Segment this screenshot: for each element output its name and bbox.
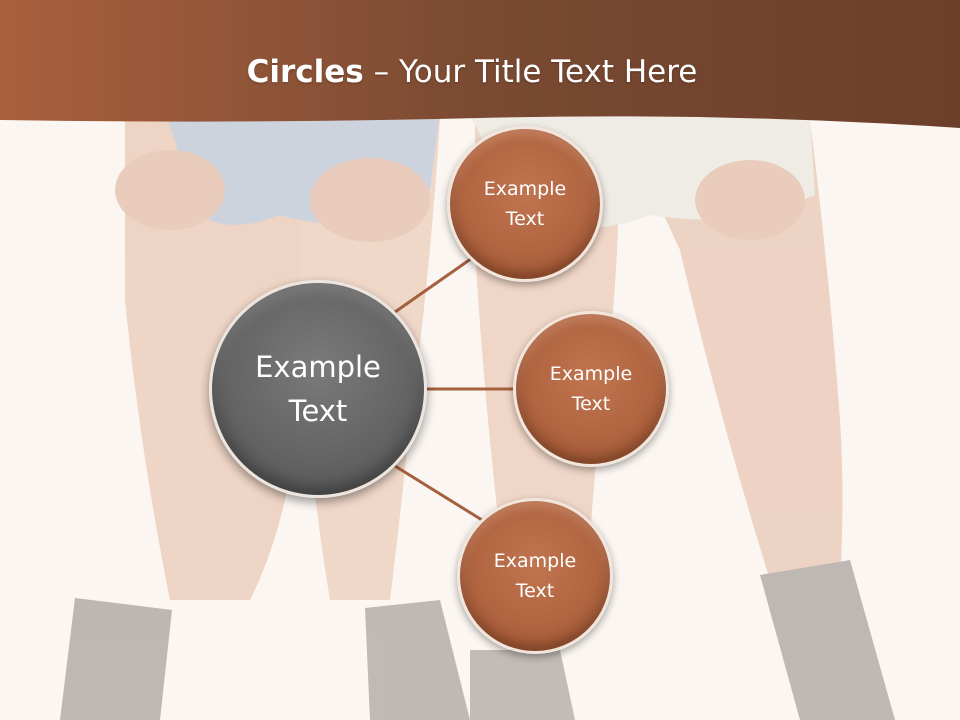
node-circle-label: Example Text	[493, 550, 577, 602]
node-circle-label: Example Text	[549, 363, 633, 415]
connector-bottom	[394, 464, 483, 522]
title-rest: – Your Title Text Here	[363, 54, 698, 90]
node-circle-bottom: Example Text	[457, 498, 613, 654]
title-banner	[0, 0, 960, 128]
title-bold: Circles	[246, 54, 364, 90]
node-circle-middle: Example Text	[513, 311, 669, 467]
node-circle-label: Example Text	[483, 178, 567, 230]
center-circle-label: Example Text	[255, 350, 381, 428]
node-circle-top: Example Text	[447, 126, 603, 282]
slide-title: Circles – Your Title Text Here	[0, 54, 944, 90]
center-circle: Example Text	[209, 280, 427, 498]
connector-top	[394, 254, 476, 314]
